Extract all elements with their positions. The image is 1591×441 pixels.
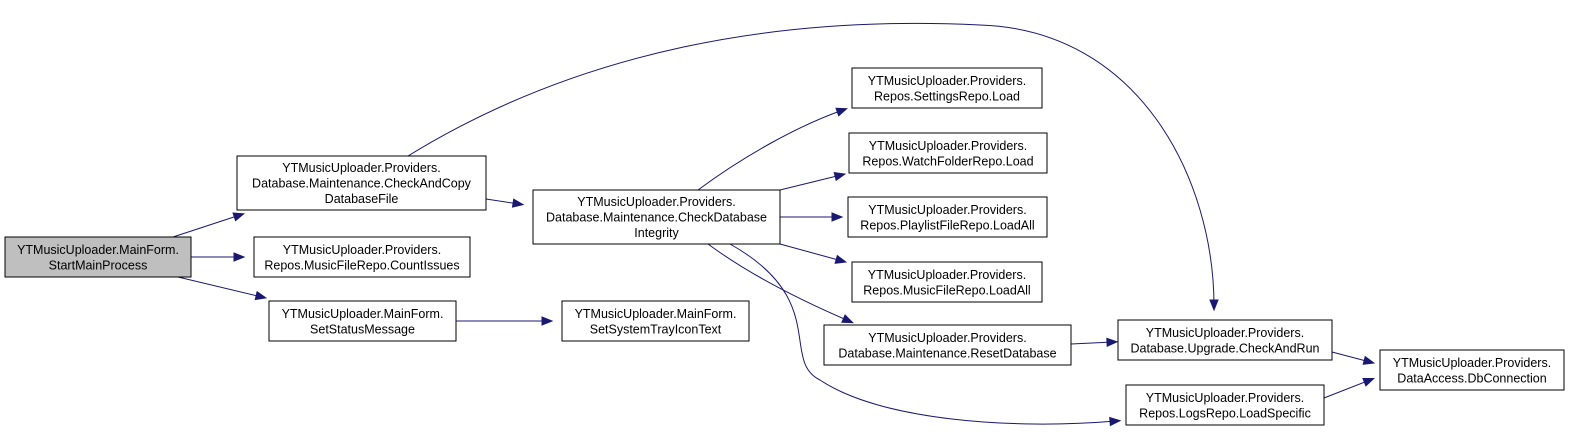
- arrowhead-root-to-check_copy: [232, 212, 246, 222]
- node-check-integrity[interactable]: YTMusicUploader.Providers. Database.Maint…: [532, 189, 781, 245]
- edge-root-to-set_status: [177, 276, 263, 298]
- node-label-line: SetStatusMessage: [310, 322, 415, 336]
- node-label-line: YTMusicUploader.Providers.: [868, 74, 1026, 88]
- arrowhead-check_integrity-to-settings_load: [835, 107, 849, 117]
- edge-check_integrity-to-watch_load: [779, 174, 842, 191]
- node-logs-load[interactable]: YTMusicUploader.Providers.Repos.LogsRepo…: [1125, 384, 1325, 426]
- node-box[interactable]: [848, 132, 1048, 174]
- node-layer: YTMusicUploader.MainForm.StartMainProces…: [4, 67, 1565, 426]
- node-label-line: YTMusicUploader.Providers.: [1146, 326, 1304, 340]
- edge-root-to-check_copy: [172, 214, 241, 238]
- edge-layer: [172, 22, 1376, 427]
- arrowhead-root-to-count_issues: [233, 252, 246, 262]
- node-label-line: Repos.MusicFileRepo.LoadAll: [863, 283, 1030, 297]
- node-label-line: Repos.MusicFileRepo.CountIssues: [264, 258, 459, 272]
- node-label-line: Repos.SettingsRepo.Load: [874, 89, 1020, 103]
- edge-check_integrity-to-reset_db: [707, 243, 850, 322]
- arrowhead-reset_db-to-upgrade: [1106, 337, 1119, 348]
- node-label-line: Repos.WatchFolderRepo.Load: [862, 154, 1033, 168]
- node-label-line: YTMusicUploader.MainForm.: [282, 307, 444, 321]
- edge-check_integrity-to-music_load: [779, 243, 843, 262]
- edge-check_integrity-to-logs_load: [729, 243, 1117, 425]
- node-label-line: YTMusicUploader.MainForm.: [17, 243, 179, 257]
- node-label-line: YTMusicUploader.Providers.: [868, 268, 1026, 282]
- node-box[interactable]: [847, 196, 1048, 238]
- arrowhead-check_integrity-to-playlist_load: [831, 212, 844, 222]
- node-music-load[interactable]: YTMusicUploader.Providers.Repos.MusicFil…: [851, 261, 1043, 303]
- node-count-issues[interactable]: YTMusicUploader.Providers.Repos.MusicFil…: [253, 236, 471, 278]
- node-root[interactable]: YTMusicUploader.MainForm.StartMainProces…: [4, 236, 192, 278]
- arrowhead-check_copy-to-upgrade: [1209, 299, 1219, 312]
- node-watch-load[interactable]: YTMusicUploader.Providers.Repos.WatchFol…: [848, 132, 1048, 174]
- node-label-line: Repos.LogsRepo.LoadSpecific: [1139, 406, 1311, 420]
- node-playlist-load[interactable]: YTMusicUploader.Providers.Repos.Playlist…: [847, 196, 1048, 238]
- arrowhead-check_copy-to-check_integrity: [511, 198, 525, 208]
- node-label-line: DatabaseFile: [325, 192, 399, 206]
- arrowhead-check_integrity-to-watch_load: [833, 171, 847, 182]
- arrowhead-check_integrity-to-reset_db: [841, 314, 854, 324]
- node-label-line: Repos.PlaylistFileRepo.LoadAll: [860, 218, 1034, 232]
- node-label-line: YTMusicUploader.Providers.: [1146, 391, 1304, 405]
- arrowhead-root-to-set_status: [254, 290, 268, 301]
- node-box[interactable]: [823, 324, 1072, 366]
- arrowhead-logs_load-to-db_conn: [1362, 377, 1375, 387]
- node-box[interactable]: [532, 189, 781, 245]
- node-box[interactable]: [236, 155, 487, 211]
- edge-check_copy-to-upgrade: [407, 22, 1215, 307]
- node-box[interactable]: [253, 236, 471, 278]
- node-box[interactable]: [851, 67, 1043, 109]
- node-box[interactable]: [1379, 349, 1565, 391]
- node-box[interactable]: [4, 236, 192, 278]
- node-label-line: YTMusicUploader.Providers.: [869, 139, 1027, 153]
- edge-reset_db-to-upgrade: [1070, 341, 1114, 345]
- node-label-line: SetSystemTrayIconText: [590, 322, 722, 336]
- edge-upgrade-to-db_conn: [1331, 351, 1371, 363]
- arrowhead-check_integrity-to-logs_load: [1109, 416, 1122, 427]
- node-box[interactable]: [1125, 384, 1325, 426]
- node-label-line: Database.Maintenance.ResetDatabase: [838, 346, 1056, 360]
- node-set-tray[interactable]: YTMusicUploader.MainForm.SetSystemTrayIc…: [561, 300, 750, 342]
- node-set-status[interactable]: YTMusicUploader.MainForm.SetStatusMessag…: [268, 300, 457, 342]
- node-label-line: Integrity: [634, 226, 679, 240]
- node-label-line: YTMusicUploader.Providers.: [283, 243, 441, 257]
- edge-logs_load-to-db_conn: [1323, 379, 1371, 399]
- arrowhead-upgrade-to-db_conn: [1362, 355, 1376, 365]
- node-label-line: Database.Maintenance.CheckAndCopy: [252, 177, 472, 191]
- node-label-line: YTMusicUploader.Providers.: [868, 331, 1026, 345]
- arrowhead-set_status-to-set_tray: [541, 316, 554, 326]
- node-label-line: YTMusicUploader.Providers.: [282, 161, 440, 175]
- node-label-line: StartMainProcess: [49, 258, 148, 272]
- node-label-line: DataAccess.DbConnection: [1397, 371, 1546, 385]
- node-check-copy[interactable]: YTMusicUploader.Providers. Database.Maint…: [236, 155, 487, 211]
- node-box[interactable]: [851, 261, 1043, 303]
- node-label-line: Database.Upgrade.CheckAndRun: [1130, 341, 1319, 355]
- node-reset-db[interactable]: YTMusicUploader.Providers.Database.Maint…: [823, 324, 1072, 366]
- node-db-conn[interactable]: YTMusicUploader.Providers.DataAccess.DbC…: [1379, 349, 1565, 391]
- node-box[interactable]: [1117, 319, 1333, 361]
- node-label-line: Database.Maintenance.CheckDatabase: [546, 211, 767, 225]
- node-settings-load[interactable]: YTMusicUploader.Providers.Repos.Settings…: [851, 67, 1043, 109]
- node-label-line: YTMusicUploader.Providers.: [577, 195, 735, 209]
- node-box[interactable]: [561, 300, 750, 342]
- edge-check_integrity-to-settings_load: [697, 109, 844, 191]
- arrowhead-check_integrity-to-music_load: [834, 254, 848, 264]
- node-label-line: YTMusicUploader.Providers.: [1393, 356, 1551, 370]
- node-label-line: YTMusicUploader.Providers.: [868, 203, 1026, 217]
- node-box[interactable]: [268, 300, 457, 342]
- node-label-line: YTMusicUploader.MainForm.: [575, 307, 737, 321]
- node-upgrade[interactable]: YTMusicUploader.Providers.Database.Upgra…: [1117, 319, 1333, 361]
